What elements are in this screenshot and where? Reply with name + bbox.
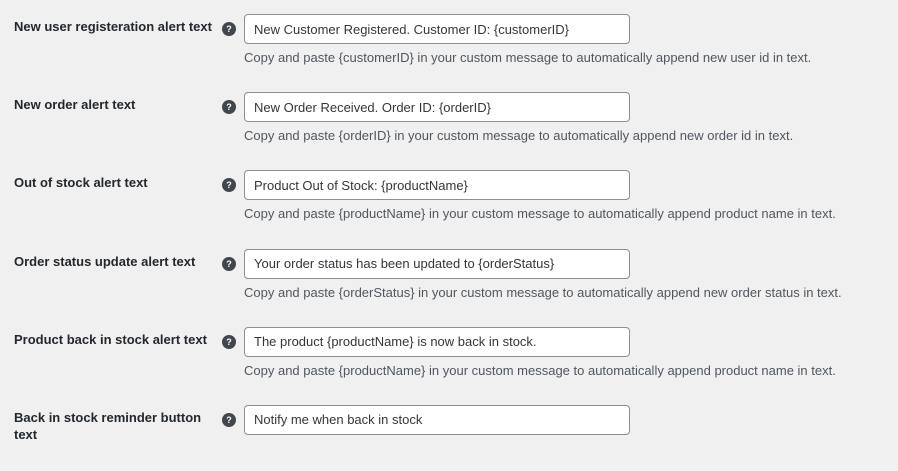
help-icon[interactable]: ? <box>222 100 236 115</box>
help-icon-cell: ? <box>222 327 244 357</box>
alert-text-input[interactable] <box>244 170 630 201</box>
field-description: Copy and paste {productName} in your cus… <box>244 206 836 222</box>
field-description: Copy and paste {orderID} in your custom … <box>244 128 794 144</box>
help-icon[interactable]: ? <box>222 412 236 427</box>
help-icon-cell: ? <box>222 170 244 200</box>
field-cell: Copy and paste {customerID} in your cust… <box>244 14 884 67</box>
help-icon[interactable]: ? <box>222 256 236 271</box>
field-label: Order status update alert text <box>14 253 196 269</box>
field-cell <box>244 404 884 435</box>
alert-text-input[interactable] <box>244 92 630 123</box>
alert-text-input[interactable] <box>244 404 630 435</box>
settings-row: Out of stock alert text ? Copy and paste… <box>14 170 884 223</box>
help-icon[interactable]: ? <box>222 334 236 349</box>
field-description: Copy and paste {customerID} in your cust… <box>244 50 812 65</box>
field-label: Back in stock reminder button text <box>14 409 202 443</box>
field-cell: Copy and paste {productName} in your cus… <box>244 170 884 223</box>
help-icon[interactable]: ? <box>222 22 236 36</box>
settings-row: New user registeration alert text ? Copy… <box>14 14 884 67</box>
field-description: Copy and paste {productName} in your cus… <box>244 362 836 378</box>
settings-row: Order status update alert text ? Copy an… <box>14 248 884 302</box>
field-label: New user registeration alert text <box>14 19 212 34</box>
help-icon-cell: ? <box>222 92 244 122</box>
alert-text-input[interactable] <box>244 326 630 357</box>
field-label: Product back in stock alert text <box>14 331 207 347</box>
field-description: Copy and paste {orderStatus} in your cus… <box>244 284 842 300</box>
field-label: Out of stock alert text <box>14 175 148 191</box>
alert-text-input[interactable] <box>244 14 630 44</box>
field-label: New order alert text <box>14 97 136 113</box>
settings-row: Product back in stock alert text ? Copy … <box>14 326 884 380</box>
field-cell: Copy and paste {orderID} in your custom … <box>244 92 884 145</box>
field-cell: Copy and paste {productName} in your cus… <box>244 326 884 380</box>
help-icon-cell: ? <box>222 14 244 44</box>
help-icon[interactable]: ? <box>222 178 236 193</box>
field-cell: Copy and paste {orderStatus} in your cus… <box>244 248 884 302</box>
help-icon-cell: ? <box>222 249 244 279</box>
settings-rows: New user registeration alert text ? Copy… <box>14 14 884 444</box>
settings-row: Back in stock reminder button text ? <box>14 404 884 444</box>
help-icon-cell: ? <box>222 405 244 435</box>
alert-text-input[interactable] <box>244 248 630 279</box>
settings-row: New order alert text ? Copy and paste {o… <box>14 92 884 145</box>
